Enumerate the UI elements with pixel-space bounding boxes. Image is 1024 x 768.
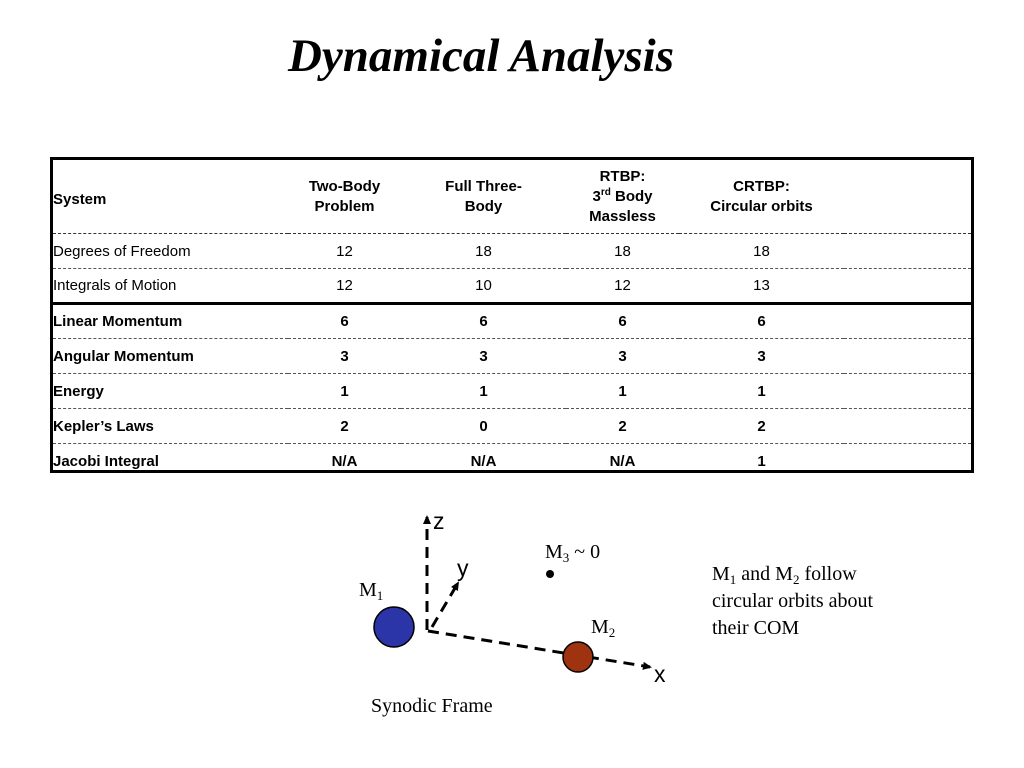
x-axis-line <box>427 629 652 670</box>
table-row: Degrees of Freedom 12 18 18 18 <box>53 233 971 269</box>
header-rtbp-line1: RTBP: <box>599 167 646 185</box>
header-full-three-body-line2: Body <box>464 197 503 215</box>
header-system: System <box>53 190 107 208</box>
header-two-body: Two-Body Problem <box>288 160 401 234</box>
m2-body <box>562 641 594 673</box>
cell-full-three-body: 6 <box>401 302 566 339</box>
orbit-note: M1 and M2 follow circular orbits about t… <box>712 563 874 639</box>
header-two-body-line1: Two-Body <box>308 177 381 195</box>
orbit-note-line3: their COM <box>712 617 800 639</box>
row-label: Energy <box>53 373 288 409</box>
cell-crtbp: 3 <box>679 338 844 374</box>
cell-full-three-body: 0 <box>401 408 566 444</box>
cell-two-body: 12 <box>288 233 401 269</box>
header-crtbp-line1: CRTBP: <box>733 177 790 195</box>
cell-full-three-body: 10 <box>401 268 566 304</box>
cell-full-three-body: 3 <box>401 338 566 374</box>
header-crtbp: CRTBP: Circular orbits <box>679 160 844 234</box>
table-row: Jacobi Integral N/A N/A N/A 1 <box>53 443 971 479</box>
cell-rtbp: 18 <box>566 233 679 269</box>
cell-two-body: 12 <box>288 268 401 304</box>
cell-rtbp: 6 <box>566 302 679 339</box>
cell-rtbp: N/A <box>566 443 679 479</box>
m3-body <box>546 570 554 578</box>
cell-rtbp: 1 <box>566 373 679 409</box>
cell-crtbp: 1 <box>679 443 844 479</box>
table-row: Angular Momentum 3 3 3 3 <box>53 338 971 374</box>
m3-label: M3 ~ 0 <box>545 541 601 565</box>
row-label: Jacobi Integral <box>53 443 288 479</box>
orbit-note-line2: circular orbits about <box>712 590 874 612</box>
cell-crtbp: 13 <box>679 268 844 304</box>
header-rtbp-num: 3 <box>592 187 601 205</box>
y-axis-line <box>430 581 460 628</box>
cell-full-three-body: 1 <box>401 373 566 409</box>
table-row: Kepler’s Laws 2 0 2 2 <box>53 408 971 444</box>
cell-rtbp: 12 <box>566 268 679 304</box>
synodic-frame-caption: Synodic Frame <box>371 695 493 717</box>
slide-title: Dynamical Analysis <box>287 30 675 82</box>
cell-rtbp: 3 <box>566 338 679 374</box>
row-label: Integrals of Motion <box>53 268 288 304</box>
header-crtbp-line2: Circular orbits <box>710 197 813 215</box>
table-row: Integrals of Motion 12 10 12 13 <box>53 268 971 304</box>
cell-full-three-body: 18 <box>401 233 566 269</box>
header-rtbp-body: Body <box>610 187 653 205</box>
cell-two-body: 6 <box>288 302 401 339</box>
header-rtbp-line3: Massless <box>589 207 656 225</box>
cell-two-body: 1 <box>288 373 401 409</box>
cell-two-body: N/A <box>288 443 401 479</box>
table-header-row: System Two-Body Problem Full Three- Body… <box>53 160 971 234</box>
header-rtbp-sup: rd <box>600 186 611 198</box>
table-row: Linear Momentum 6 6 6 6 <box>53 302 971 339</box>
cell-crtbp: 18 <box>679 233 844 269</box>
cell-two-body: 3 <box>288 338 401 374</box>
row-label: Degrees of Freedom <box>53 233 288 269</box>
row-label: Angular Momentum <box>53 338 288 374</box>
cell-crtbp: 6 <box>679 302 844 339</box>
z-axis-label: z <box>433 508 445 534</box>
cell-two-body: 2 <box>288 408 401 444</box>
x-axis-label: x <box>654 661 666 687</box>
table-row: Energy 1 1 1 1 <box>53 373 971 409</box>
comparison-table: System Two-Body Problem Full Three- Body… <box>50 157 974 479</box>
header-full-three-body: Full Three- Body <box>401 160 566 234</box>
m2-label: M2 <box>591 616 616 640</box>
y-axis-label: y <box>457 555 469 581</box>
m1-body <box>373 606 415 648</box>
m1-label: M1 <box>359 579 384 603</box>
header-full-three-body-line1: Full Three- <box>445 177 522 195</box>
row-label: Linear Momentum <box>53 302 288 339</box>
header-rtbp: RTBP: 3rd Body Massless <box>566 160 679 234</box>
header-two-body-line2: Problem <box>314 197 375 215</box>
row-label: Kepler’s Laws <box>53 408 288 444</box>
cell-crtbp: 1 <box>679 373 844 409</box>
cell-crtbp: 2 <box>679 408 844 444</box>
cell-rtbp: 2 <box>566 408 679 444</box>
cell-full-three-body: N/A <box>401 443 566 479</box>
